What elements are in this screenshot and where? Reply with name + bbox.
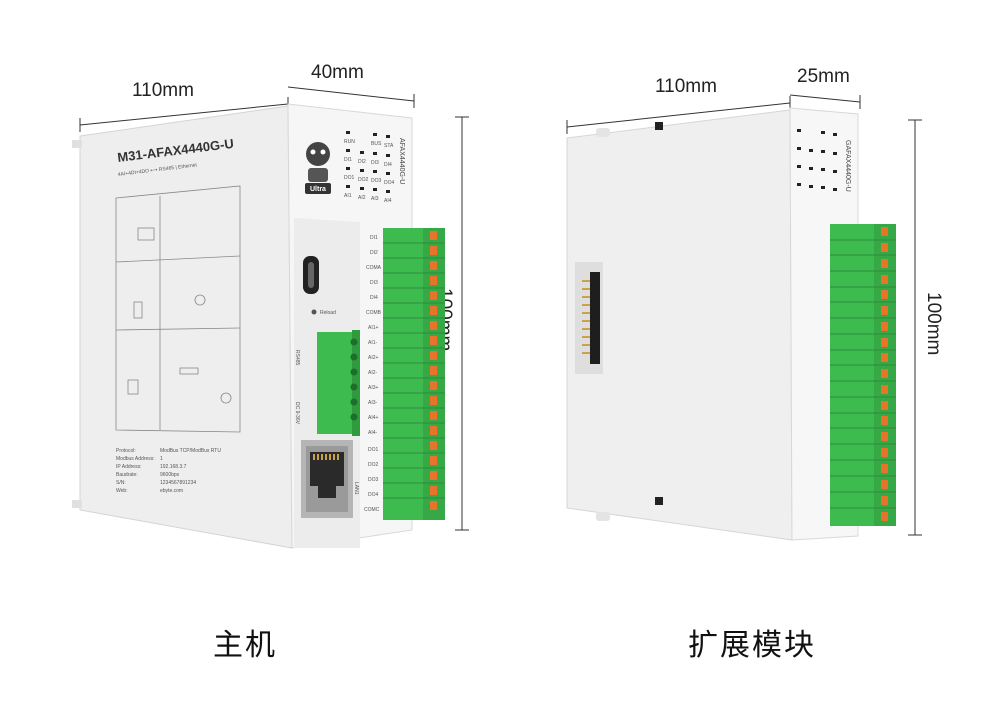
term-label-0: DI1 [370, 235, 378, 241]
info-key-1: Modbus Address: [116, 456, 155, 462]
main-width-dim: 110mm [132, 80, 194, 101]
main-unit-caption: 主机 [213, 628, 277, 663]
info-key-0: Protocol: [116, 448, 136, 454]
expansion-caption: 扩展模块 [688, 628, 816, 663]
term-label-5: COMB [366, 310, 382, 316]
main-terminal-strip [383, 228, 445, 520]
info-value-4: 1234567891234 [160, 480, 196, 486]
term-label-9: AI2- [368, 370, 378, 376]
term-label-15: DO2 [368, 462, 379, 468]
info-key-5: Web: [116, 488, 128, 494]
bus-connector-icon [575, 262, 603, 374]
robot-logo-icon [305, 142, 331, 194]
term-label-10: AI3+ [368, 385, 379, 391]
term-label-16: DO3 [368, 477, 379, 483]
led-label-ai1: AI1 [344, 193, 352, 199]
info-key-4: S/N: [116, 480, 126, 486]
term-label-8: AI2+ [368, 355, 379, 361]
info-value-5: ebyte.com [160, 488, 183, 494]
info-value-2: 192.168.3.7 [160, 464, 187, 470]
term-label-13: AI4- [368, 430, 378, 436]
info-key-3: Baudrate: [116, 472, 138, 478]
led-label-do3: DO3 [371, 178, 382, 184]
term-label-18: COMC [364, 507, 380, 513]
term-label-14: DO1 [368, 447, 379, 453]
exp-width-dim: 110mm [655, 76, 717, 97]
ethernet-port-icon [301, 440, 353, 518]
term-label-2: COMA [366, 265, 382, 271]
led-label-bus: BUS [371, 141, 382, 147]
led-label-di1: DI1 [344, 157, 352, 163]
exp-model-side-label: GAFAX4440G-U [844, 140, 851, 192]
led-label-ai4: AI4 [384, 198, 392, 204]
led-label-di3: DI3 [371, 160, 379, 166]
term-label-3: DI3 [370, 280, 378, 286]
wiring-diagram [115, 185, 241, 433]
led-label-do4: DO4 [384, 180, 395, 186]
info-value-3: 9600bps [160, 472, 180, 478]
led-label-do2: DO2 [358, 177, 369, 183]
led-label-do1: DO1 [344, 175, 355, 181]
power-terminal-block [317, 330, 360, 436]
led-label-sta: STA [384, 143, 394, 149]
dc-label: DC 9-36V [294, 402, 300, 425]
term-label-7: AI1- [368, 340, 378, 346]
info-key-2: IP Address: [116, 464, 141, 470]
rs485-label: RS485 [294, 350, 300, 366]
led-label-di2: DI2 [358, 159, 366, 165]
main-depth-dim: 40mm [311, 62, 364, 83]
reload-button[interactable] [311, 309, 317, 315]
term-label-12: AI4+ [368, 415, 379, 421]
led-label-ai3: AI3 [371, 196, 379, 202]
info-value-1: 1 [160, 456, 163, 462]
led-label-di4: DI4 [384, 162, 392, 168]
reload-label: Reload [320, 310, 336, 316]
main-led-grid [346, 131, 390, 193]
ultra-label: Ultra [310, 186, 326, 193]
led-label-ai2: AI2 [358, 195, 366, 201]
exp-led-grid [797, 129, 837, 191]
term-label-17: DO4 [368, 492, 379, 498]
lan-label: LAN1 [353, 482, 359, 495]
term-label-1: DI2 [370, 250, 378, 256]
term-label-11: AI3- [368, 400, 378, 406]
main-terminal-labels: DI1 DI2 COMA DI3 DI4 COMB AI1+ AI1- AI2+… [364, 235, 382, 513]
info-value-0: ModBus TCP/ModBus RTU [160, 448, 221, 454]
term-label-4: DI4 [370, 295, 378, 301]
term-label-6: AI1+ [368, 325, 379, 331]
exp-terminal-strip [830, 224, 896, 526]
main-model-side-label: AFAX4440G-U [398, 138, 405, 184]
exp-depth-dim: 25mm [797, 66, 850, 87]
led-label-run: RUN [344, 139, 355, 145]
